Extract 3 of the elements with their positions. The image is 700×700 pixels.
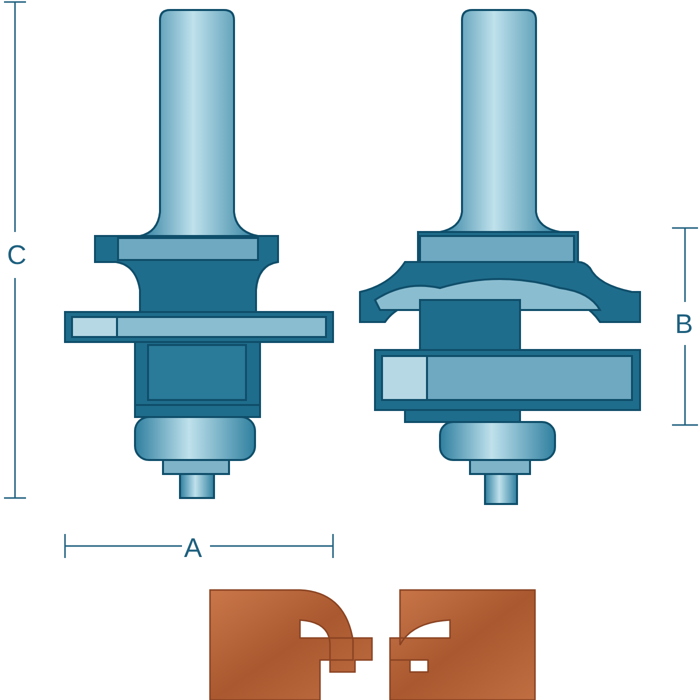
dimension-label: B <box>675 309 694 339</box>
dimension-label: A <box>184 533 202 563</box>
dimension-label: C <box>7 240 26 270</box>
